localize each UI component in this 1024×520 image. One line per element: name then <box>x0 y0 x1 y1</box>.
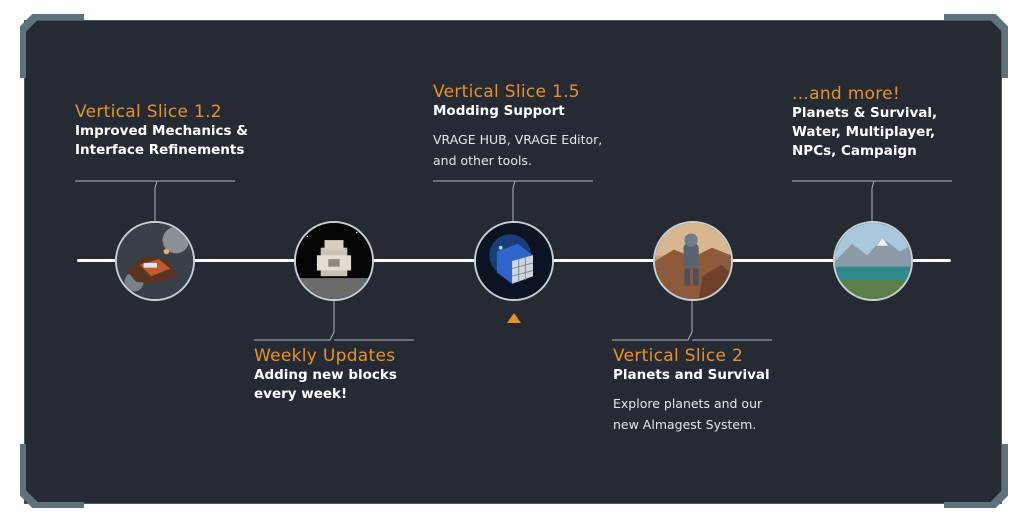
description-line: new Almagest System. <box>613 417 757 432</box>
milestone-title: Vertical Slice 1.2 <box>75 102 222 122</box>
description-line: Explore planets and our <box>613 396 763 411</box>
milestone-description: VRAGE HUB, VRAGE Editor, and other tools… <box>433 129 608 171</box>
connector-2 <box>254 298 416 342</box>
milestone-2-card: Weekly Updates Adding new blocks every w… <box>254 346 424 404</box>
milestone-1-card: Vertical Slice 1.2 Improved Mechanics & … <box>75 102 250 160</box>
milestone-title: Weekly Updates <box>254 346 396 366</box>
description-line: VRAGE HUB, VRAGE Editor, <box>433 132 603 147</box>
milestone-subtitle-line: Modding Support <box>433 103 565 119</box>
milestone-1-image <box>115 221 195 301</box>
milestone-5-image <box>833 221 913 301</box>
milestone-4-card: Vertical Slice 2 Planets and Survival Ex… <box>613 346 788 435</box>
milestone-title: Vertical Slice 2 <box>613 346 744 366</box>
milestone-5-card: ...and more! Planets & Survival, Water, … <box>792 84 967 161</box>
description-line: and other tools. <box>433 153 532 168</box>
milestone-subtitle-line: Adding new blocks <box>254 367 397 383</box>
frame-corner-bottom-right <box>942 442 1008 508</box>
connector-3 <box>433 180 595 222</box>
milestone-3-image <box>474 221 554 301</box>
frame-corner-top-right <box>942 14 1008 80</box>
connector-5 <box>792 180 954 222</box>
frame-corner-bottom-left <box>20 442 86 508</box>
milestone-subtitle-line: every week! <box>254 386 348 402</box>
milestone-subtitle-line: Water, Multiplayer, <box>792 124 936 140</box>
current-milestone-marker <box>507 313 521 323</box>
milestone-title: ...and more! <box>792 84 901 104</box>
milestone-2-image <box>294 221 374 301</box>
milestone-subtitle-line: Planets & Survival, <box>792 105 938 121</box>
milestone-3-card: Vertical Slice 1.5 Modding Support VRAGE… <box>433 82 608 171</box>
milestone-4-image <box>653 221 733 301</box>
milestone-subtitle-line: Planets and Survival <box>613 367 770 383</box>
milestone-description: Explore planets and our new Almagest Sys… <box>613 393 788 435</box>
milestone-subtitle-line: NPCs, Campaign <box>792 143 917 159</box>
connector-1 <box>75 180 237 222</box>
connector-4 <box>612 298 774 342</box>
milestone-title: Vertical Slice 1.5 <box>433 82 580 102</box>
frame-corner-top-left <box>20 14 86 80</box>
milestone-subtitle-line: Improved Mechanics & <box>75 123 249 139</box>
milestone-subtitle-line: Interface Refinements <box>75 142 245 158</box>
